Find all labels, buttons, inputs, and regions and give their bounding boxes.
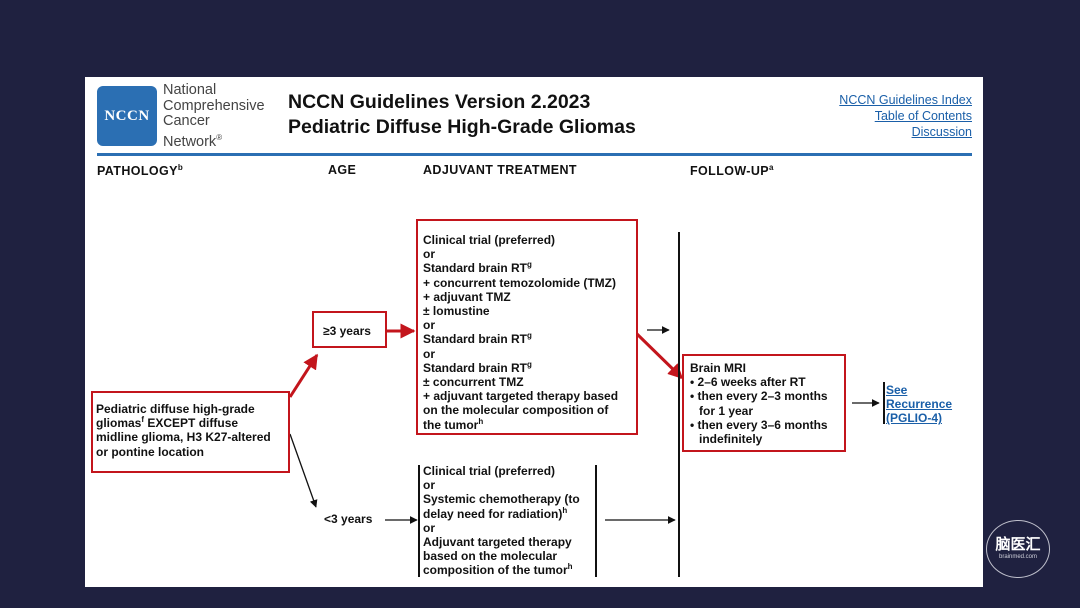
guidelines-index-link[interactable]: NCCN Guidelines Index bbox=[839, 93, 972, 107]
page-title: NCCN Guidelines Version 2.2023 Pediatric… bbox=[288, 90, 636, 140]
recurrence-bracket bbox=[883, 382, 885, 424]
header-divider bbox=[97, 153, 972, 156]
see-recurrence-link[interactable]: See Recurrence (PGLIO-4) bbox=[886, 383, 953, 426]
title-line-version: NCCN Guidelines Version 2.2023 bbox=[288, 91, 591, 113]
age-older-label: ≥3 years bbox=[323, 324, 371, 338]
follow-up-box bbox=[682, 354, 846, 452]
arrow-pathology-to-younger bbox=[289, 433, 318, 508]
age-older-box bbox=[312, 311, 387, 348]
follow-up-bracket bbox=[678, 232, 680, 577]
nccn-logo: NCCN bbox=[97, 86, 157, 146]
logo-registered-mark: ® bbox=[216, 132, 223, 142]
logo-wordmark: National Comprehensive Cancer Network® bbox=[163, 82, 265, 150]
younger-bracket-left bbox=[418, 465, 420, 577]
logo-mark: NCCN bbox=[104, 107, 150, 124]
older-treatment-text: Clinical trial (preferred) or Standard b… bbox=[423, 233, 619, 432]
title-line-topic: Pediatric Diffuse High-Grade Gliomas bbox=[288, 116, 636, 138]
logo-line: Comprehensive bbox=[163, 97, 265, 114]
younger-treatment-text: Clinical trial (preferred) or Systemic c… bbox=[423, 464, 580, 578]
pathology-box bbox=[91, 391, 290, 473]
flow-arrows bbox=[288, 323, 880, 524]
column-header-age: AGE bbox=[328, 163, 357, 177]
column-header-adjuvant-treatment: ADJUVANT TREATMENT bbox=[423, 163, 577, 177]
pathology-text: Pediatric diffuse high-grade gliomasf EX… bbox=[96, 402, 271, 459]
discussion-link[interactable]: Discussion bbox=[911, 125, 972, 139]
younger-bracket-right bbox=[595, 465, 597, 577]
column-header-follow-up: FOLLOW-UPa bbox=[690, 163, 774, 179]
brainmed-watermark: 脑医汇 brainmed.com bbox=[986, 520, 1050, 578]
logo-line: National bbox=[163, 82, 217, 98]
logo-line: Network bbox=[163, 133, 217, 150]
older-treatment-box bbox=[416, 219, 638, 435]
top-links: NCCN Guidelines Index Table of Contents … bbox=[839, 92, 972, 140]
age-younger-label: <3 years bbox=[324, 512, 373, 526]
table-of-contents-link[interactable]: Table of Contents bbox=[874, 109, 972, 123]
follow-up-text: Brain MRI • 2–6 weeks after RT • then ev… bbox=[690, 361, 828, 447]
guideline-page: NCCN National Comprehensive Cancer Netwo… bbox=[85, 77, 983, 587]
arrow-pathology-to-older bbox=[288, 353, 319, 398]
column-header-pathology: PATHOLOGYb bbox=[97, 163, 184, 179]
arrow-treatment-to-followup bbox=[635, 332, 684, 380]
logo-line: Cancer bbox=[163, 113, 210, 129]
